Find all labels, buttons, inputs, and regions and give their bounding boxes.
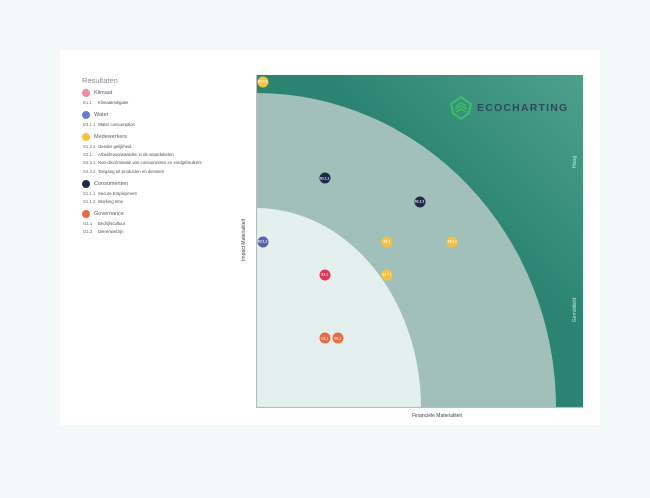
- logo-text: ECOCHARTING: [477, 102, 569, 114]
- legend-swatch-icon: [82, 111, 90, 119]
- legend-title: Resultaten: [82, 76, 118, 85]
- legend-item-label: Non-discriminatie van consumenten en ein…: [98, 160, 202, 166]
- data-point-s4-3-1[interactable]: S4.3.1: [257, 76, 269, 88]
- legend-swatch-icon: [82, 179, 90, 188]
- legend-item-code: G1.3: [83, 228, 93, 234]
- data-point-s1-1-2[interactable]: S1.1.2: [414, 196, 425, 208]
- legend-item-label: Secure Employment: [98, 190, 137, 196]
- legend-swatch-icon: [82, 89, 90, 97]
- zone-label-medium: Gemiddeld: [572, 297, 578, 323]
- legend-item-code: S2.1: [83, 152, 92, 158]
- legend-item-label: Arbeidsvoorwaarden in de waardeketen: [98, 152, 174, 158]
- legend-item-label: Working time: [98, 198, 123, 204]
- x-axis-label: Financiële Materialiteit: [412, 413, 462, 419]
- legend-group-header[interactable]: Klimaat: [82, 89, 252, 97]
- legend-item-code: G1.1: [83, 220, 93, 226]
- data-point-g1-3[interactable]: G1.3: [319, 332, 331, 344]
- chart-background: [256, 75, 583, 408]
- legend-item-code: E1.1: [83, 100, 92, 105]
- legend-item-label: Water consumption: [98, 122, 135, 127]
- legend-group-name: Klimaat: [94, 90, 113, 96]
- zone-low: [256, 208, 421, 408]
- data-point-e1-1[interactable]: E1.1: [319, 269, 331, 281]
- legend-group-name: Water: [94, 112, 109, 118]
- legend-group-name: Consumenten: [94, 180, 129, 187]
- data-point-s1-2-1[interactable]: S1.2.1: [381, 269, 393, 281]
- legend-group-header[interactable]: Medewerkers: [82, 133, 252, 141]
- legend-swatch-icon: [82, 209, 90, 218]
- legend-group-name: Medewerkers: [94, 134, 128, 140]
- logo: ECOCHARTING: [448, 95, 568, 121]
- legend-item-label: Dierenwelzijn: [98, 228, 124, 234]
- data-point-s4-3-2[interactable]: S4.3.2: [446, 236, 458, 247]
- legend-group-header[interactable]: Governance: [82, 209, 252, 218]
- legend-item-label: Klimaatmitigatie: [98, 100, 129, 105]
- legend-item-code: S4.3.1: [83, 160, 96, 166]
- data-point-s1-1-1[interactable]: S1.1.1: [319, 172, 331, 184]
- zone-label-high: Hoog: [572, 156, 578, 168]
- leaf-logo-icon: [449, 95, 473, 121]
- legend-item-code: S1.1.2: [83, 198, 96, 204]
- legend-item-label: Gender gelijkheid: [98, 144, 132, 149]
- data-point-g1-1[interactable]: G1.1: [332, 332, 344, 344]
- legend-item-label: Toegang tot producten en diensten: [98, 168, 165, 174]
- data-point-s2-1[interactable]: S2.1: [381, 236, 393, 247]
- legend-group-header[interactable]: Consumenten: [82, 179, 252, 188]
- legend-group-name: Governance: [94, 210, 124, 217]
- legend-item[interactable]: S2.1 Arbeidsvoorwaarden in de waardeketen: [83, 152, 252, 157]
- legend-item-code: S1.1.1: [83, 190, 96, 196]
- legend-item-code: S4.3.2: [83, 168, 96, 174]
- legend-item-code: S1.2.1: [83, 144, 96, 149]
- legend-item-label: Bedrijfscultuur: [98, 220, 126, 226]
- legend-item[interactable]: E1.1 Klimaatmitigatie: [83, 100, 252, 105]
- data-point-e3-1-1[interactable]: E3.1.1: [257, 236, 269, 247]
- y-axis-label: Impact Materialiteit: [241, 219, 247, 261]
- legend-item[interactable]: G1.1 Bedrijfscultuur: [83, 221, 252, 226]
- legend-swatch-icon: [82, 133, 90, 141]
- legend-item[interactable]: G1.3 Dierenwelzijn: [83, 229, 252, 234]
- legend-item-code: E3.1.1: [83, 122, 96, 127]
- legend-group-header[interactable]: Water: [82, 111, 252, 119]
